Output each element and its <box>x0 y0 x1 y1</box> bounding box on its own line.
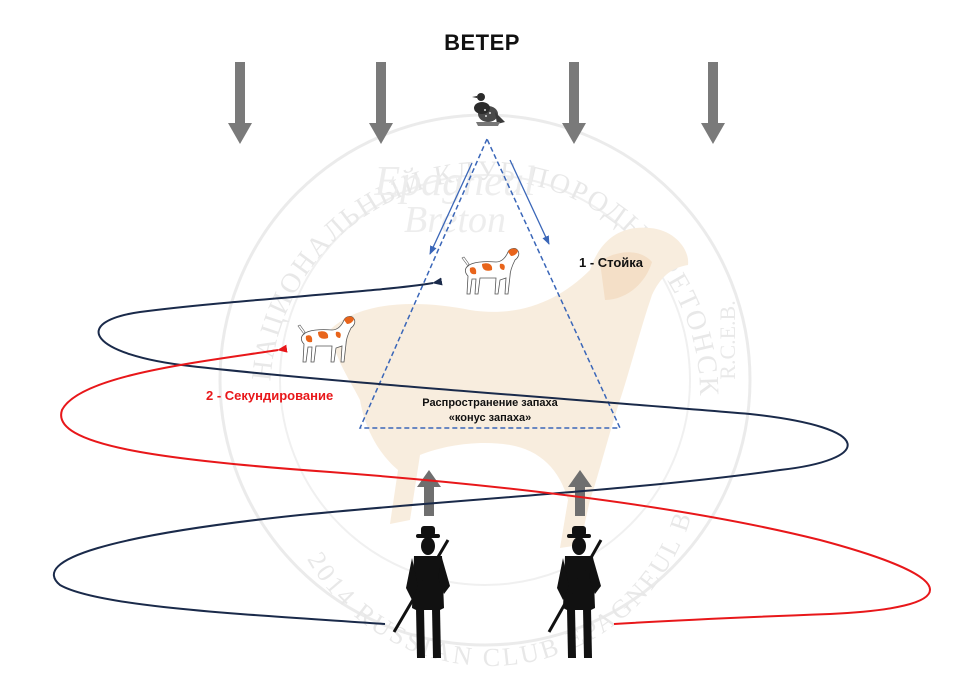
wind-title: ВЕТЕР <box>444 30 520 55</box>
scent-flow-arrow-left <box>429 162 473 255</box>
emblem-script-line-2: Breton <box>404 199 506 241</box>
scent-flow-arrow-right <box>509 159 550 245</box>
scent-cone-label-line-2: «конус запаха» <box>448 412 532 424</box>
pointing-dog-icon <box>461 248 520 295</box>
scent-cone-label-line-1: Распространение запаха <box>422 397 558 409</box>
wind-arrow-4-icon <box>701 62 725 144</box>
scent-cone-label: Распространение запаха «конус запаха» <box>385 396 595 426</box>
wind-arrow-2-icon <box>369 62 393 144</box>
scent-cone <box>358 137 622 429</box>
hunter-right-icon <box>547 526 603 658</box>
emblem-inner-ring <box>279 174 691 586</box>
up-arrow-1-icon <box>417 470 441 516</box>
wind-arrow-1-icon <box>228 62 252 144</box>
emblem-script-line-1: Epagneul <box>374 159 536 205</box>
up-arrow-2-icon <box>568 470 592 516</box>
second-dog-search-path <box>60 344 931 625</box>
backing-dog-icon <box>297 316 356 363</box>
wind-arrows-top <box>228 62 725 144</box>
backing-label: 2 - Секундирование <box>206 388 334 403</box>
wind-arrow-3-icon <box>562 62 586 144</box>
club-emblem-watermark: НАЦИОНАЛЬНЫЙ КЛУБ ПОРОДЫ БРЕТОНСКИЙ ЭПАН… <box>0 0 752 672</box>
emblem-dog-head-patch <box>600 252 652 300</box>
grouse-bird-icon <box>472 93 505 126</box>
first-dog-search-path <box>53 277 849 625</box>
pointing-label: 1 - Стойка <box>579 255 644 270</box>
hunter-left-icon <box>392 526 450 658</box>
emblem-side-text: R.C.E.B. <box>715 300 740 379</box>
emblem-dog-silhouette <box>330 227 689 549</box>
